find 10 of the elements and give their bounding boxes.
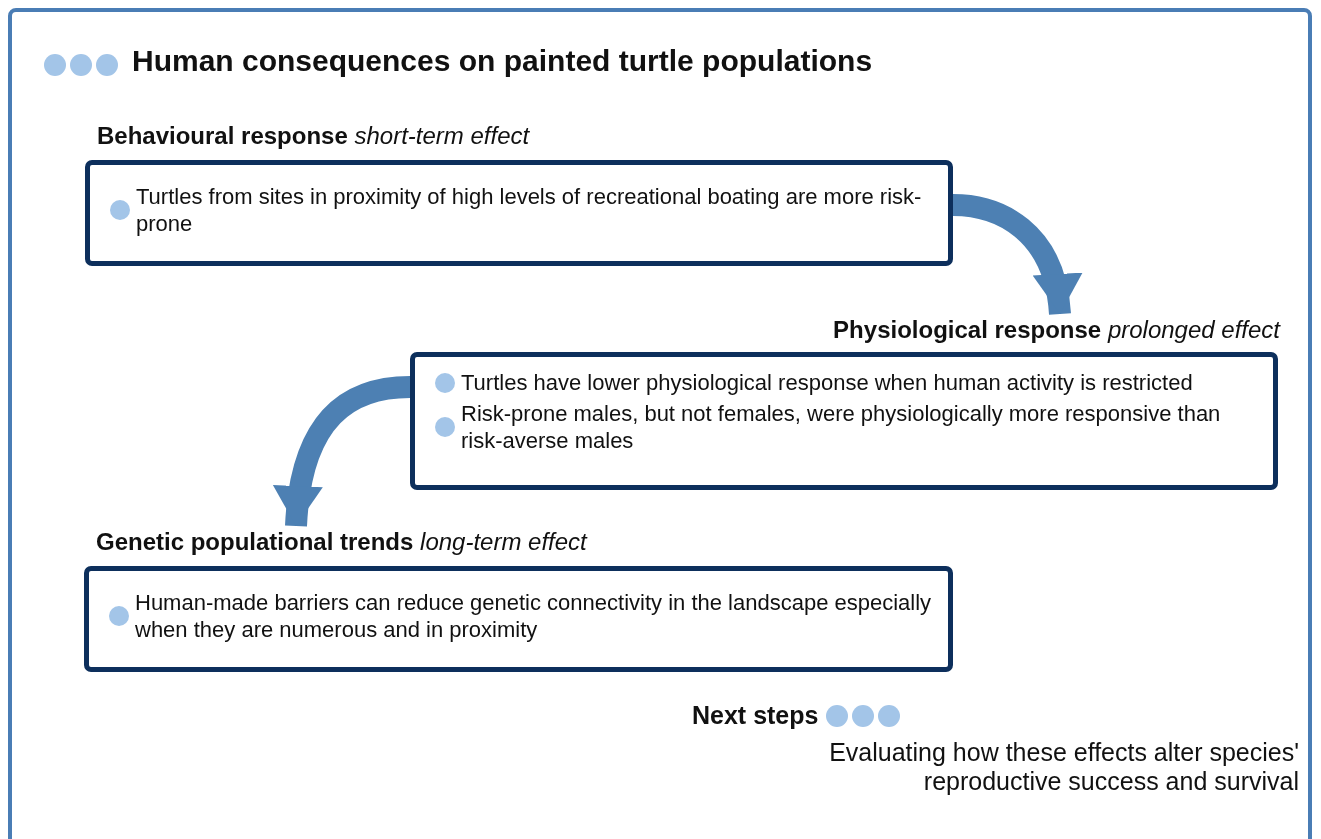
bullet-text: Risk-prone males, but not females, were physiologically more responsive than risk-averse males: [461, 400, 1222, 454]
bullet-text: Turtles have lower physiological response when human activity is restricted: [461, 369, 1193, 396]
section-heading: Genetic populational trends long-term effect: [96, 528, 587, 556]
section-heading: Behavioural response short-term effect: [97, 122, 530, 150]
bullet-text: Human-made barriers can reduce genetic connectivity in the landscape especially when they are numerous and in proximity: [135, 589, 933, 643]
section-heading: Physiological response prolonged effect: [833, 316, 1280, 344]
section-heading: Next steps: [692, 701, 819, 730]
note-text: Evaluating how these effects alter species' reproductive success and survival: [828, 738, 1299, 796]
title: Human consequences on painted turtle populations: [132, 44, 873, 78]
bullet-text: Turtles from sites in proximity of high levels of recreational boating are more risk-prone: [136, 183, 923, 237]
